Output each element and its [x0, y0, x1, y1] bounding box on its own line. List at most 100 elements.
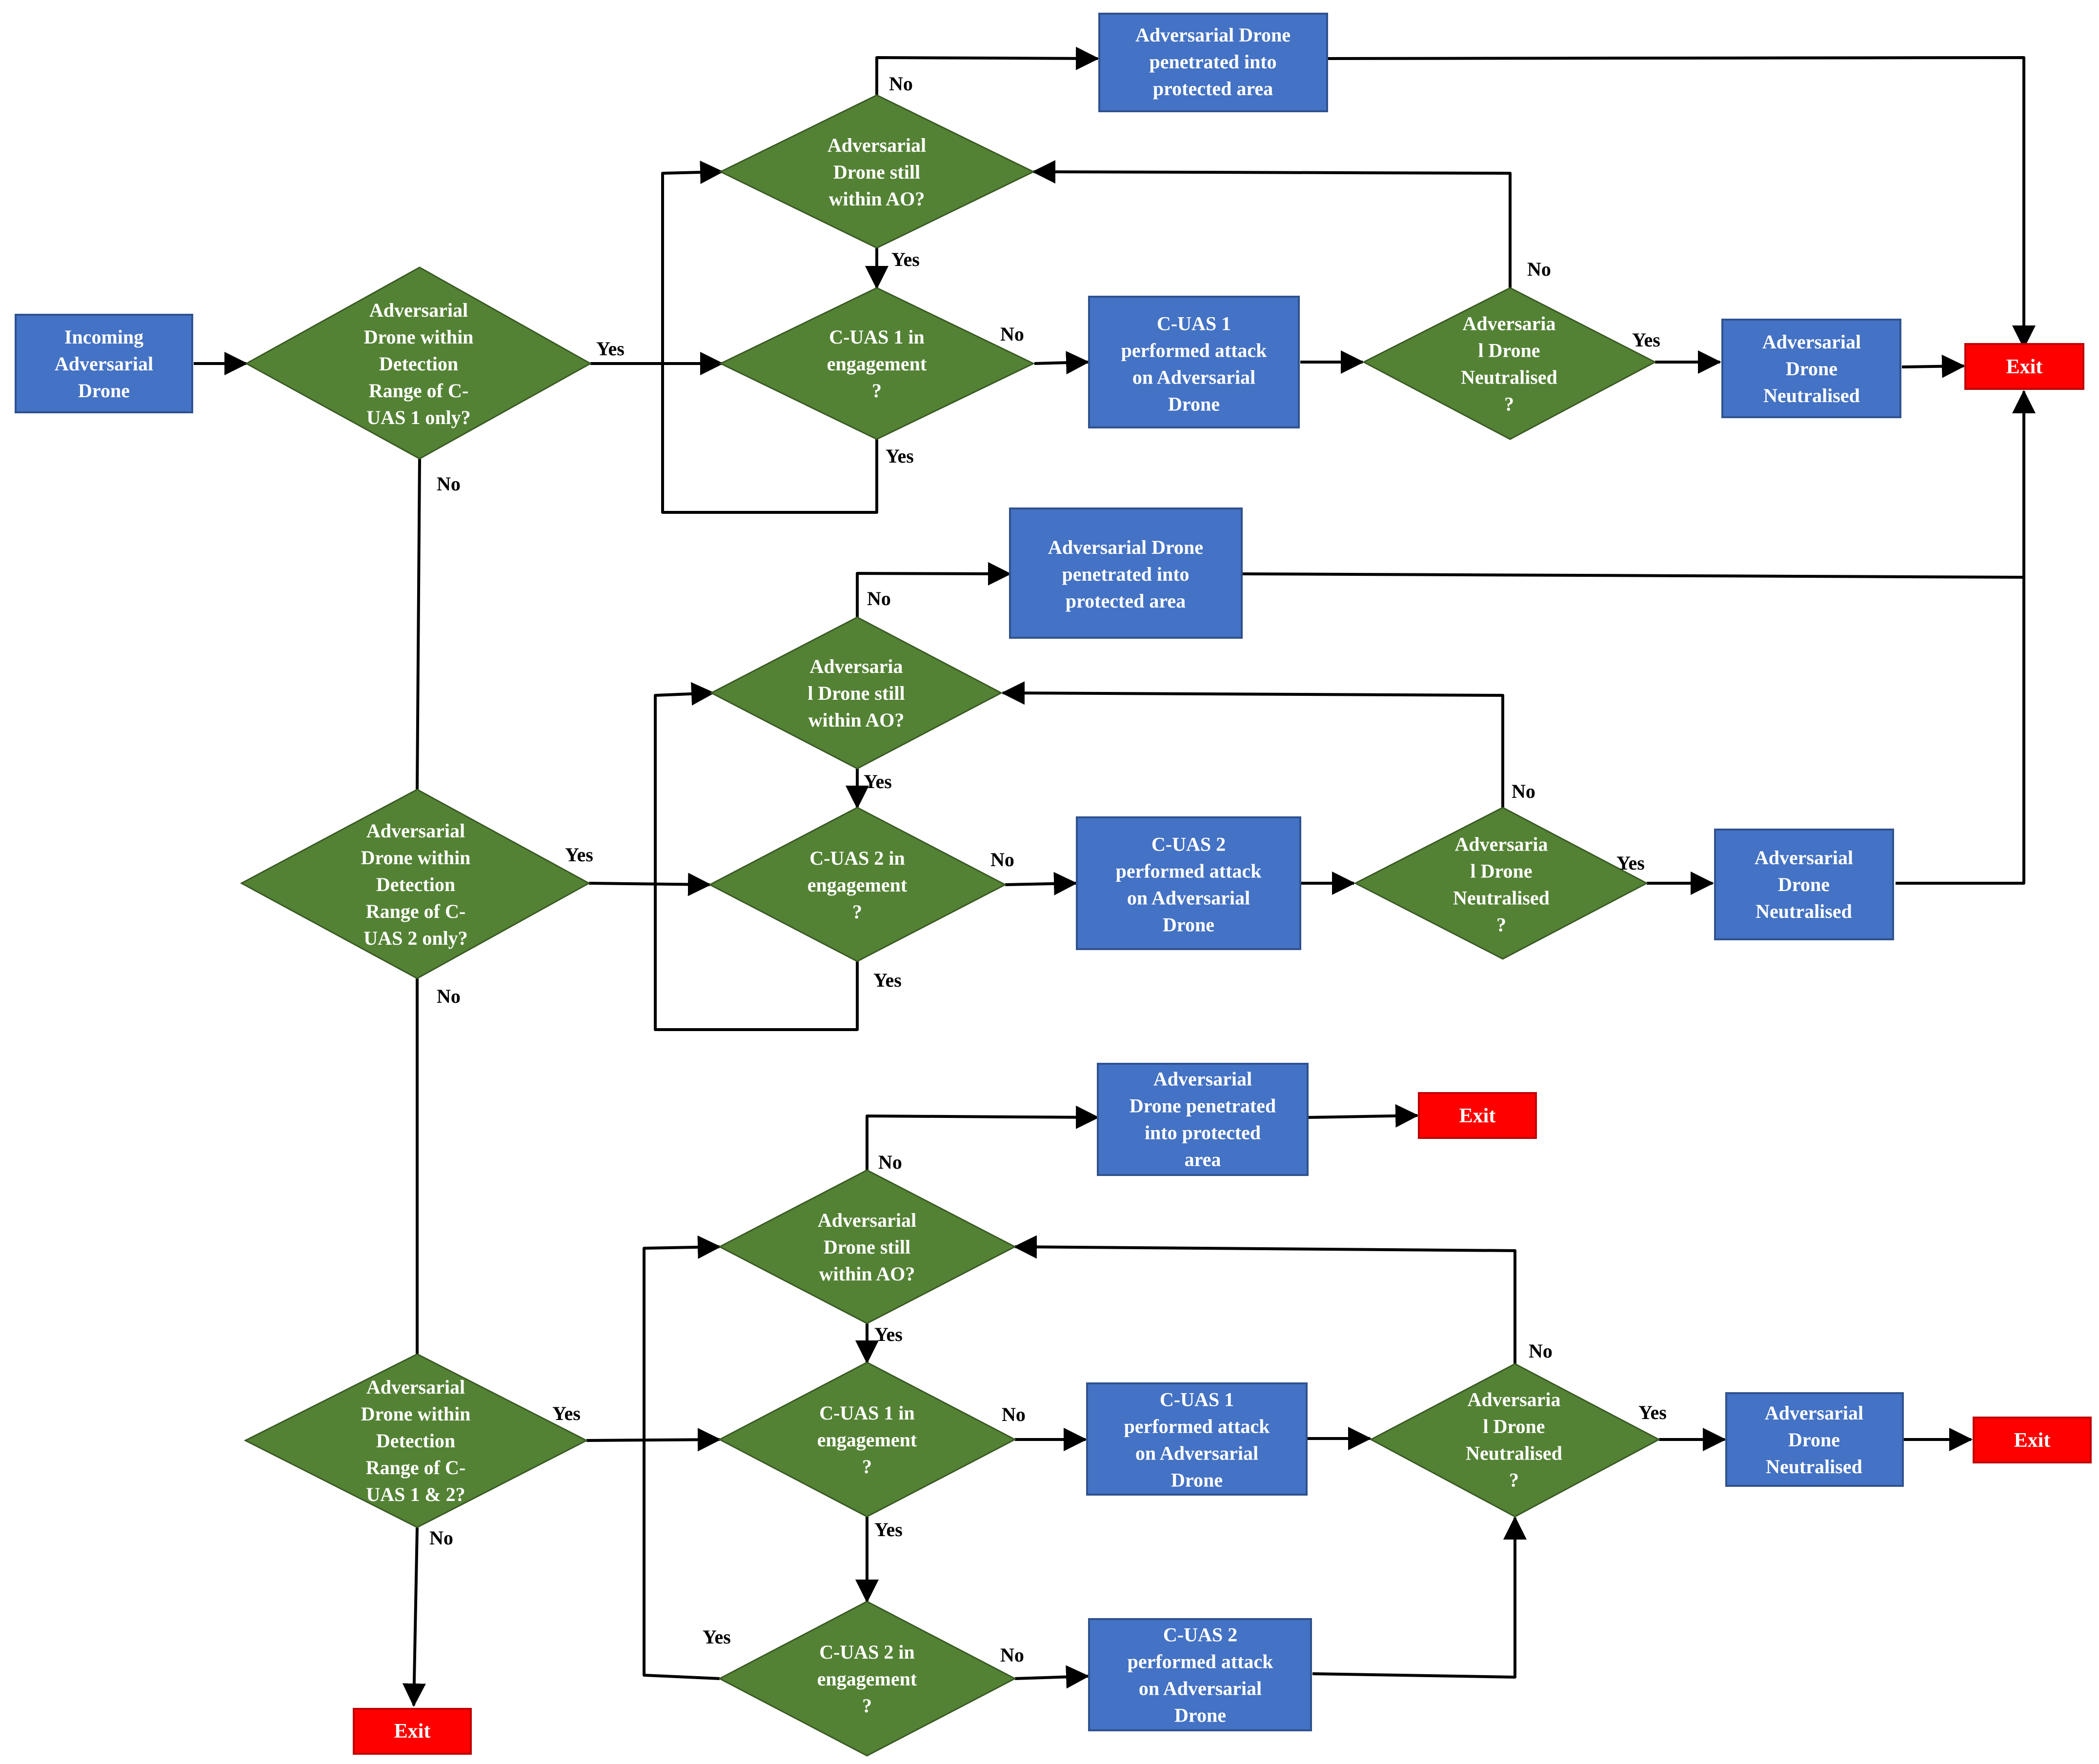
exit-label-bottom: Exit	[394, 1720, 431, 1743]
attack-label-s2-line: on Adversarial	[1127, 887, 1250, 909]
engage-diamond-s2	[708, 807, 1007, 962]
connector-range3-no-to-exit	[402, 1527, 426, 1707]
exit-box-neutralised-s3	[1973, 1417, 2092, 1463]
connector-penetrated-to-exit-s2	[1241, 572, 2024, 579]
connector-neutq-no-s1	[1032, 160, 1512, 288]
range-cuas2-label-line: Range of C-	[366, 900, 465, 922]
neutralised-label-s3-line: Drone	[1788, 1429, 1840, 1451]
range-both-label-line: Detection	[376, 1430, 455, 1452]
penetrated-label-s1-line: protected area	[1153, 78, 1273, 100]
still-ao-diamond-s1	[719, 94, 1035, 249]
attack-box-s2	[1076, 816, 1301, 950]
edge-label-range3-no: No	[429, 1527, 453, 1549]
attack-label-s2-line: C-UAS 2	[1151, 833, 1226, 855]
range-both-diamond	[243, 1353, 588, 1528]
neutralised-label-s1-line: Adversarial	[1762, 331, 1861, 353]
connector-engage-no-to-attack-s1	[1034, 351, 1090, 375]
engage1-label-s3-line: ?	[862, 1456, 872, 1478]
edge-label-engage2-no-s3: No	[1000, 1644, 1024, 1666]
edge-label-neutq-yes-s2: Yes	[1616, 852, 1645, 874]
connector-engage2-no-to-attack2-s3	[1014, 1665, 1090, 1689]
penetrated-label-s3-line: Drone penetrated	[1130, 1095, 1276, 1116]
attack1-label-s3-line: C-UAS 1	[1160, 1388, 1234, 1410]
neutralised-q-diamond-s2	[1353, 807, 1649, 960]
incoming-drone-label-line: Adversarial	[55, 353, 153, 375]
exit-label-top-line: Exit	[2006, 356, 2043, 378]
edge-label-engage1-yes-s3: Yes	[874, 1519, 903, 1541]
connector-loop-s1	[661, 161, 878, 514]
connector-penetrated-to-exit-s1	[1327, 56, 2036, 349]
neutralised-q-label-s2-line: l Drone	[1470, 860, 1532, 882]
attack2-label-s3-line: C-UAS 2	[1163, 1623, 1237, 1645]
connector-loop-s3	[643, 1235, 721, 1680]
exit-label-penetrated-s3: Exit	[1459, 1105, 1496, 1127]
engage-diamond-s1	[719, 287, 1035, 440]
attack2-label-s3-line: Drone	[1174, 1704, 1226, 1726]
attack-label-s1-line: Drone	[1168, 393, 1220, 415]
neutralised-label-s1-line: Drone	[1786, 358, 1837, 380]
connector-attack2-to-neutq-s3	[1312, 1516, 1527, 1679]
neutralised-label-s1-line: Neutralised	[1763, 385, 1860, 406]
still-ao-diamond-s3	[718, 1169, 1017, 1324]
connector-penetrated-to-exit-s3	[1307, 1104, 1419, 1128]
penetrated-label-s1-line: Adversarial Drone	[1135, 24, 1291, 46]
exit-label-neutralised-s3-line: Exit	[2014, 1429, 2051, 1452]
range-cuas2-label-line: Detection	[376, 873, 455, 895]
neutralised-label-s3-line: Adversarial	[1765, 1402, 1863, 1424]
range-cuas1-label-line: Adversarial	[369, 299, 468, 321]
connector-loop-s2	[654, 682, 859, 1031]
edge-label-range2-yes: Yes	[565, 844, 593, 866]
edge-label-engage2-yes-s3: Yes	[703, 1626, 731, 1648]
connectors	[194, 46, 2036, 1707]
edge-label-range2-no: No	[437, 985, 461, 1007]
connector-still-ao-no-s2	[856, 562, 1011, 617]
edge-label-range1-yes: Yes	[596, 338, 625, 360]
range-both-label-line: Adversarial	[366, 1376, 465, 1398]
range-cuas2-label-line: UAS 2 only?	[363, 927, 467, 949]
attack1-label-s3-line: performed attack	[1124, 1415, 1271, 1437]
neutralised-q-label-s1-line: ?	[1504, 393, 1514, 415]
attack-box-s1	[1088, 296, 1300, 428]
attack-label-s1-line: C-UAS 1	[1157, 312, 1231, 334]
edge-label-neutq-yes-s1: Yes	[1632, 329, 1660, 351]
still-ao-label-s1-line: Drone still	[833, 161, 920, 183]
still-ao-label-s2-line: Adversaria	[809, 655, 903, 677]
exit-box-penetrated-s3	[1418, 1092, 1537, 1139]
range-cuas1-label-line: Detection	[379, 353, 458, 375]
connector-still-ao-no-s3	[866, 1105, 1099, 1170]
penetrated-box-s3	[1097, 1063, 1309, 1176]
connector-range2-yes-to-engage2	[588, 872, 711, 896]
neutralised-q-label-s3-line: l Drone	[1483, 1415, 1545, 1437]
exit-label-neutralised-s3: Exit	[2014, 1429, 2051, 1452]
range-both-label-line: UAS 1 & 2?	[366, 1483, 465, 1505]
edge-label-still-ao-no-s3: No	[878, 1151, 902, 1173]
attack2-label-s3-line: performed attack	[1128, 1650, 1274, 1672]
neutralised-q-label-s1-line: Adversaria	[1462, 312, 1555, 334]
edge-label-still-ao-yes-s2: Yes	[864, 770, 892, 792]
connector-neutq-no-s3	[1013, 1235, 1516, 1364]
still-ao-label-s2-line: l Drone still	[807, 682, 905, 704]
attack-label-s1-line: performed attack	[1121, 339, 1268, 361]
penetrated-label-s1-line: penetrated into	[1149, 51, 1276, 73]
still-ao-label-s2-line: within AO?	[808, 709, 905, 731]
penetrated-label-s2-line: Adversarial Drone	[1048, 536, 1203, 558]
edge-label-range3-yes: Yes	[552, 1402, 581, 1424]
engage-label-s2-line: C-UAS 2 in	[809, 847, 905, 869]
penetrated-label-s1: Adversarial Drone penetrated into protecte…	[1135, 24, 1291, 100]
edge-label-engage1-no-s3: No	[1002, 1403, 1026, 1425]
neutralised-label-s3-line: Neutralised	[1766, 1456, 1862, 1478]
neutralised-label-s2-line: Adversarial	[1755, 847, 1853, 869]
attack-label-s2-line: Drone	[1163, 913, 1214, 935]
neutralised-q-label-s1-line: l Drone	[1478, 339, 1540, 361]
